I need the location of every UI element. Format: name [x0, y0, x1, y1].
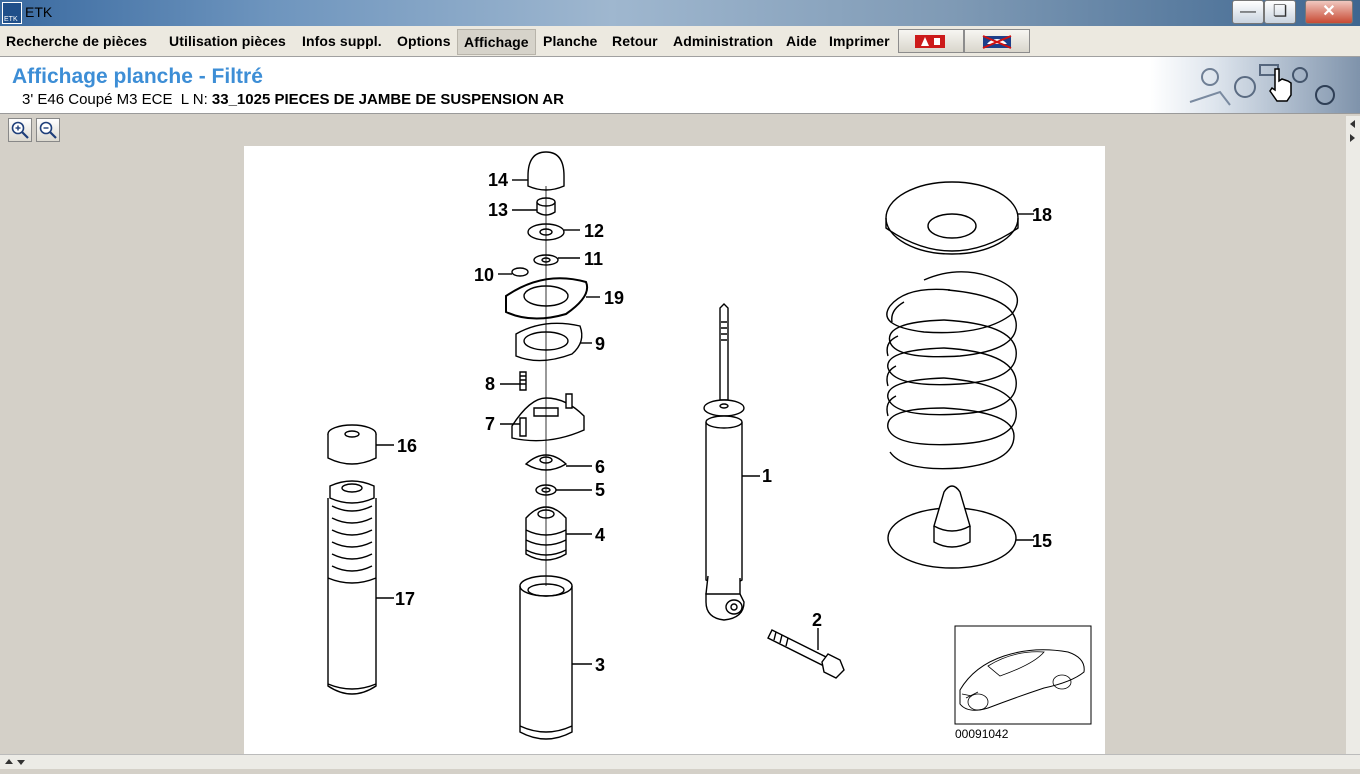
menu-utilisation-pieces[interactable]: Utilisation pièces	[169, 33, 286, 49]
header-parts-collage	[1150, 57, 1360, 113]
part-14-cap[interactable]	[527, 151, 565, 191]
car-crossed-icon	[982, 35, 1012, 49]
callout-17[interactable]: 17	[395, 589, 415, 609]
minimize-button[interactable]: —	[1232, 0, 1264, 24]
part-7-support-bearing[interactable]	[511, 393, 585, 442]
scroll-arrows-icon	[5, 759, 25, 765]
window-title: ETK	[25, 4, 53, 20]
close-button[interactable]: ✕	[1305, 0, 1353, 24]
vehicle-text: 3' E46 Coupé M3 ECE L N:	[22, 91, 212, 108]
part-1-shock-absorber[interactable]	[703, 303, 745, 621]
part-15-spring-seat[interactable]	[887, 485, 1017, 569]
zoom-in-icon	[11, 121, 29, 139]
vehicle-subline: 3' E46 Coupé M3 ECE L N: 33_1025 PIECES …	[22, 91, 564, 108]
menu-infos-suppl[interactable]: Infos suppl.	[302, 33, 382, 49]
callout-3[interactable]: 3	[595, 655, 605, 675]
image-number: 00091042	[955, 727, 1009, 741]
menu-imprimer[interactable]: Imprimer	[829, 33, 890, 49]
part-9-plate[interactable]	[515, 322, 583, 362]
part-16-bump-stop-cap[interactable]	[327, 424, 377, 465]
zoom-out-button[interactable]	[36, 118, 60, 142]
callout-7[interactable]: 7	[485, 414, 495, 434]
menu-administration[interactable]: Administration	[673, 33, 774, 49]
callout-13[interactable]: 13	[488, 200, 508, 220]
scroll-arrows-icon	[1350, 120, 1355, 142]
warning-flag-icon	[915, 35, 945, 48]
callout-14[interactable]: 14	[488, 170, 508, 190]
callout-6[interactable]: 6	[595, 457, 605, 477]
callout-2[interactable]: 2	[812, 610, 822, 630]
menu-retour[interactable]: Retour	[612, 33, 658, 49]
callout-5[interactable]: 5	[595, 480, 605, 500]
vehicle-thumbnail[interactable]	[954, 625, 1092, 725]
menu-recherche-pieces[interactable]: Recherche de pièces	[6, 33, 148, 49]
callout-11[interactable]: 11	[584, 249, 603, 269]
menu-bar: Recherche de pièces Utilisation pièces I…	[0, 26, 1360, 57]
part-8-stud[interactable]	[519, 371, 527, 391]
menu-options[interactable]: Options	[397, 33, 451, 49]
part-17-protective-tube[interactable]	[327, 480, 377, 695]
callout-15[interactable]: 15	[1032, 531, 1052, 551]
warning-flag-button[interactable]	[898, 29, 964, 53]
callout-16[interactable]: 16	[397, 436, 417, 456]
callout-19[interactable]: 19	[604, 288, 624, 308]
callout-12[interactable]: 12	[584, 221, 604, 241]
maximize-button[interactable]: ❏	[1264, 0, 1296, 24]
callout-4[interactable]: 4	[595, 525, 605, 545]
zoom-in-button[interactable]	[8, 118, 32, 142]
callout-1[interactable]: 1	[762, 466, 772, 486]
callout-10[interactable]: 10	[474, 265, 494, 285]
page-header: Affichage planche - Filtré 3' E46 Coupé …	[0, 57, 1360, 114]
group-title: 33_1025 PIECES DE JAMBE DE SUSPENSION AR	[211, 91, 564, 108]
coil-spring[interactable]	[886, 271, 1019, 470]
part-19-gasket[interactable]	[505, 277, 588, 320]
part-18-spring-pad[interactable]	[885, 181, 1019, 255]
callout-18[interactable]: 18	[1032, 205, 1052, 225]
part-3-dust-boot[interactable]	[519, 575, 573, 740]
exploded-view-diagram: 14 13 12 11 10 19 9 8 7 6 5 4 3 16 17 1 …	[327, 151, 1092, 741]
callout-9[interactable]: 9	[595, 334, 605, 354]
window-title-bar: ETK ETK — ❏ ✕	[0, 0, 1360, 26]
parts-collage-graphic	[1189, 64, 1335, 106]
hand-cursor-icon	[1269, 68, 1292, 102]
zoom-out-icon	[39, 121, 57, 139]
vertical-scrollbar[interactable]	[1346, 116, 1360, 754]
car-crossed-button[interactable]	[964, 29, 1030, 53]
app-icon-text: ETK	[4, 16, 18, 23]
callout-8[interactable]: 8	[485, 374, 495, 394]
part-2-bolt[interactable]	[767, 629, 845, 679]
horizontal-scrollbar[interactable]	[0, 754, 1360, 769]
menu-aide[interactable]: Aide	[786, 33, 817, 49]
etk-app-icon: ETK	[2, 2, 22, 24]
menu-planche[interactable]: Planche	[543, 33, 598, 49]
menu-affichage[interactable]: Affichage	[457, 29, 536, 55]
part-10-nut[interactable]	[511, 267, 529, 277]
parts-drawing: 14 13 12 11 10 19 9 8 7 6 5 4 3 16 17 1 …	[244, 146, 1105, 754]
page-title: Affichage planche - Filtré	[12, 65, 263, 88]
